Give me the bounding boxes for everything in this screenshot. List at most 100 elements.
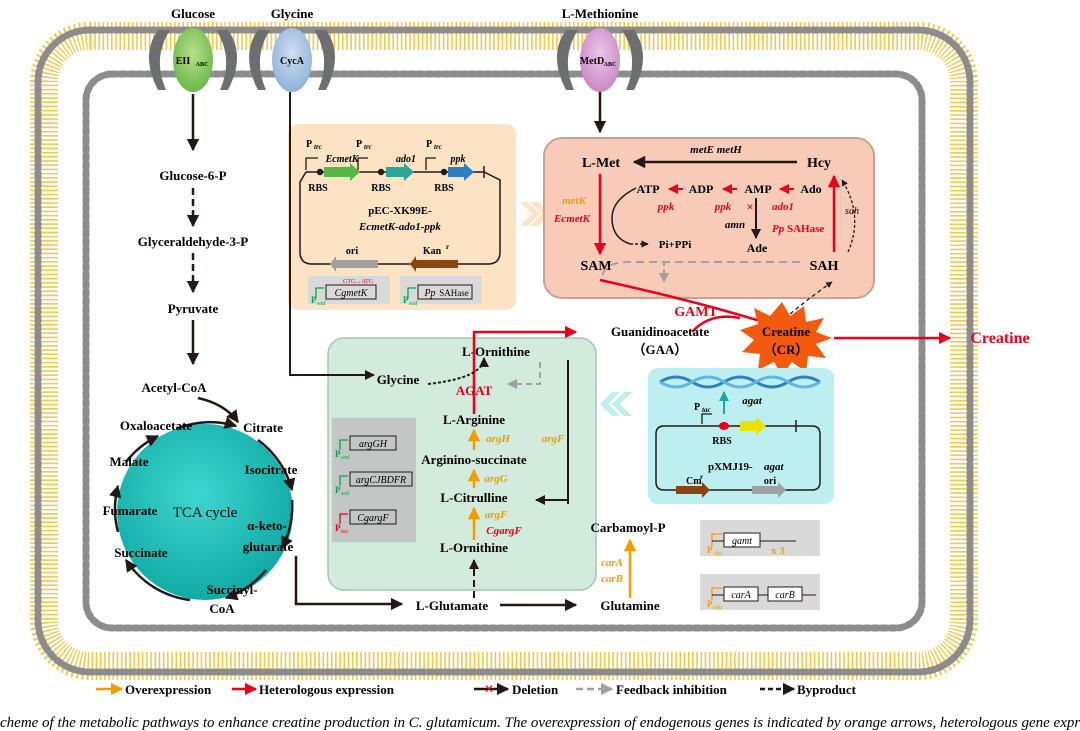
plasmid2-name-gene: agat	[764, 461, 785, 473]
metd-label: MetD	[580, 56, 604, 67]
cassette-sahase-promoter: P	[403, 295, 409, 305]
car-promoter: P	[707, 599, 713, 609]
argh-label: argH	[486, 433, 510, 445]
glycine-transporter: Glycine CycA	[249, 6, 335, 92]
plasmid1-name-1: pEC-XK99E-	[368, 205, 432, 217]
cassette-argcjbdfr-gene: argCJBDFR	[356, 475, 406, 486]
sam: SAM	[580, 259, 611, 274]
cassette-cgargf-promoter-sub: tac	[341, 529, 349, 535]
gaa-label-2: （GAA）	[633, 342, 688, 357]
gene-ado1: ado1	[396, 154, 416, 165]
succinyl-coa-2: CoA	[209, 601, 235, 616]
plasmid2-cm: Cm	[686, 476, 702, 487]
glucose-transporter: Glucose EII ABC	[149, 6, 237, 92]
arginino-succinate: Arginino-succinate	[421, 452, 527, 467]
mutation-label: GTG→ATG	[343, 279, 374, 285]
ptac: P	[694, 402, 700, 413]
glucose-6-p: Glucose-6-P	[159, 168, 226, 183]
cassette-pp-prefix: Pp	[423, 288, 435, 299]
cassette-cgargf-gene: CgargF	[357, 513, 389, 524]
creatine-output: Creatine	[970, 330, 1029, 347]
rbs-pxmj19: RBS	[712, 436, 732, 447]
ado: Ado	[800, 182, 821, 196]
lower-pathway: Carbamoyl-P carA carB L-Glutamate Glutam…	[416, 520, 820, 613]
pp-prefix: Pp	[772, 223, 785, 235]
legend-byproduct: Byproduct	[797, 682, 857, 697]
cassette-sahase-promoter-sub: sod	[409, 301, 418, 307]
plasmid1-kan-sup: r	[446, 243, 449, 251]
l-ornithine: L-Ornithine	[440, 540, 508, 555]
plasmid1-kan: Kan	[423, 246, 442, 257]
legend-heterologous: Heterologous expression	[259, 682, 395, 697]
car-promoter-sub: eftu	[713, 604, 722, 611]
oxaloacetate: Oxaloacetate	[120, 418, 192, 433]
plasmid-pec-xk99e-panel: P trc P trc P trc EcmetK ado1 ppk RBS RB…	[288, 124, 516, 310]
l-met: L-Met	[582, 156, 620, 171]
methionine-label: L-Methionine	[562, 6, 639, 21]
sah: SAH	[810, 259, 839, 274]
cassette-cgmetk-promoter-sub: sod	[317, 301, 326, 307]
l-ornithine-top: L-Ornithine	[462, 344, 530, 359]
agat-label: AGAT	[456, 383, 493, 398]
tca-cycle: TCA cycle Citrate Isocitrate α-keto- glu…	[103, 416, 298, 616]
cassette-argcjbdfr-promoter: P	[335, 485, 341, 495]
cassette-cgargf-promoter: P	[335, 523, 341, 533]
cassette-arggh-promoter: P	[335, 449, 341, 459]
isocitrate: Isocitrate	[245, 462, 298, 477]
amp: AMP	[744, 182, 771, 196]
plasmid2-ori: ori	[764, 476, 776, 487]
legend: Overexpression Heterologous expression ✕…	[96, 682, 857, 697]
carbamoyl-p: Carbamoyl-P	[590, 520, 665, 535]
legend-feedback: Feedback inhibition	[616, 682, 728, 697]
ecmetk-label: EcmetK	[553, 213, 591, 225]
legend-deletion: Deletion	[512, 682, 559, 697]
glycine-label: Glycine	[271, 6, 314, 21]
car-gene-b: carB	[775, 590, 794, 601]
figure-caption: cheme of the metabolic pathways to enhan…	[0, 715, 1080, 731]
ptrc2: P	[356, 139, 362, 150]
plasmid1-ori: ori	[346, 246, 358, 257]
chevrons-left	[600, 392, 632, 416]
rbs-2: RBS	[371, 183, 391, 194]
methyl-cycle-panel: L-Met Hcy metE metH ATP ADP AMP Ado ppk …	[543, 92, 875, 299]
ppk-label-2: ppk	[714, 201, 732, 213]
glyceraldehyde-3-p: Glyceraldehyde-3-P	[138, 234, 249, 249]
plasmid2-cm-sup: r	[700, 473, 703, 481]
pyruvate: Pyruvate	[168, 301, 219, 316]
cgargf-label: CgargF	[486, 525, 522, 537]
glycine-pool: Glycine	[377, 372, 420, 387]
atp: ATP	[636, 182, 659, 196]
gamt-promoter: P	[707, 545, 713, 555]
arginine-pathway-panel: L-Ornithine Glycine AGAT L-Arginine argH…	[289, 92, 597, 598]
legend-overexpression: Overexpression	[125, 682, 212, 697]
cara-label: carA	[601, 557, 623, 569]
creatine-cr-1: Creatine	[762, 324, 810, 339]
eii-label: EII	[176, 56, 191, 67]
rbs-1: RBS	[308, 183, 328, 194]
agat-gene-label: agat	[742, 395, 763, 407]
argf-label: argF	[485, 509, 508, 521]
amn-label: amn	[725, 219, 745, 231]
plasmid1-name-2: EcmetK-ado1-ppk	[358, 221, 441, 233]
l-glutamate: L-Glutamate	[416, 598, 488, 613]
creatine-cr-2: （CR）	[764, 342, 809, 357]
sahase-label: SAHase	[787, 223, 824, 235]
ptrc3: P	[426, 139, 432, 150]
cassette-sahase-gene: SAHase	[439, 288, 469, 298]
car-gene-a: carA	[731, 590, 751, 601]
tca-cycle-label: TCA cycle	[173, 505, 238, 521]
alpha-ketoglutarate-2: glutarate	[243, 539, 294, 554]
acetyl-coa: Acetyl-CoA	[142, 380, 208, 395]
hcy: Hcy	[807, 156, 831, 171]
gamt-gene: gamt	[732, 536, 752, 547]
ade: Ade	[747, 241, 768, 255]
glycolysis-pathway: Glucose-6-P Glyceraldehyde-3-P Pyruvate …	[138, 94, 249, 424]
argg-label: argG	[484, 473, 507, 485]
ptac-sub: tac	[702, 406, 711, 414]
creatine-burst: Creatine （CR）	[740, 302, 832, 376]
gaa-label-1: Guanidinoacetate	[611, 324, 709, 339]
rbs-3: RBS	[434, 183, 454, 194]
gene-ppk: ppk	[450, 154, 466, 165]
methionine-transporter: L-Methionine MetD ABC	[557, 6, 643, 92]
l-arginine: L-Arginine	[443, 412, 505, 427]
